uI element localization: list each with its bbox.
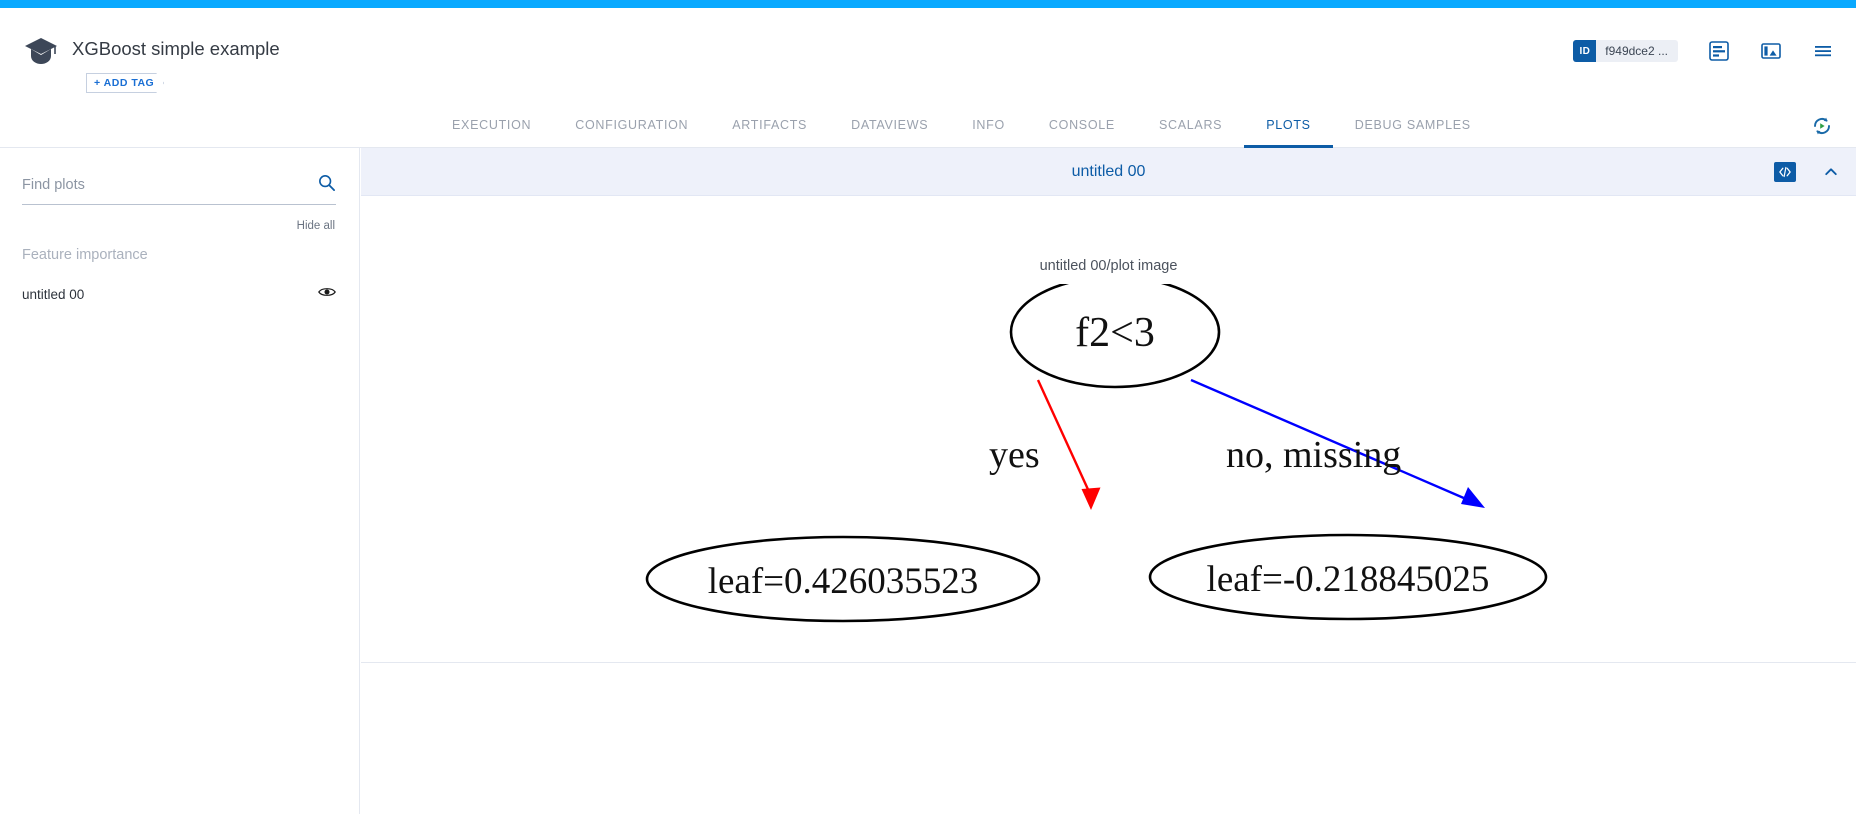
- hide-all-button[interactable]: Hide all: [296, 220, 335, 232]
- tab-plots[interactable]: PLOTS: [1244, 104, 1333, 148]
- header-actions: ID f949dce2 ...: [1573, 40, 1834, 62]
- list-item[interactable]: untitled 00: [22, 282, 336, 306]
- tab-console[interactable]: CONSOLE: [1048, 117, 1115, 132]
- tab-configuration[interactable]: CONFIGURATION: [575, 117, 689, 132]
- plot-card-header: untitled 00: [361, 148, 1856, 196]
- tab-scalars[interactable]: SCALARS: [1158, 117, 1223, 132]
- plot-body: untitled 00/plot image: [361, 196, 1856, 662]
- add-tag-button[interactable]: + ADD TAG: [86, 73, 164, 93]
- tree-node-root-label: f2<3: [1075, 310, 1155, 356]
- auto-refresh-icon[interactable]: [1810, 114, 1834, 138]
- tree-node-right-leaf: leaf=-0.218845025: [1148, 533, 1548, 621]
- tree-node-right-leaf-label: leaf=-0.218845025: [1207, 559, 1490, 600]
- plots-sidebar: Hide all Feature importance untitled 00: [0, 148, 360, 814]
- tab-debug-samples[interactable]: DEBUG SAMPLES: [1354, 117, 1471, 132]
- tree-edge-yes: [1036, 379, 1101, 510]
- hamburger-menu-icon[interactable]: [1812, 40, 1834, 62]
- search-icon[interactable]: [317, 173, 336, 197]
- tab-artifacts[interactable]: ARTIFACTS: [732, 117, 808, 132]
- search-input[interactable]: [22, 177, 272, 193]
- tree-node-root: f2<3: [1009, 284, 1221, 389]
- tree-node-left-leaf-label: leaf=0.426035523: [708, 561, 979, 602]
- tab-list: EXECUTION CONFIGURATION ARTIFACTS DATAVI…: [430, 104, 1493, 148]
- plot-item-label: untitled 00: [22, 286, 85, 302]
- code-view-button[interactable]: [1774, 162, 1796, 182]
- plot-card: untitled 00: [361, 148, 1856, 663]
- plots-main-area: untitled 00: [361, 148, 1856, 814]
- chevron-up-icon[interactable]: [1822, 163, 1840, 181]
- plot-caption: untitled 00/plot image: [1039, 258, 1178, 274]
- tab-bar: EXECUTION CONFIGURATION ARTIFACTS DATAVI…: [0, 104, 1856, 148]
- image-panel-icon[interactable]: [1760, 40, 1782, 62]
- page-title: XGBoost simple example: [72, 38, 280, 59]
- xgboost-tree-graph: f2<3 yes no, missing leaf=0.426035523: [551, 284, 1671, 644]
- tree-edge-no-missing-label: no, missing: [1226, 434, 1401, 476]
- experiment-id-badge[interactable]: ID f949dce2 ...: [1573, 40, 1678, 62]
- plot-card-title: untitled 00: [1071, 162, 1146, 180]
- plot-card-actions: [1774, 148, 1840, 196]
- page-header: XGBoost simple example + ADD TAG ID f949…: [0, 8, 1856, 104]
- eye-icon[interactable]: [318, 285, 336, 303]
- tab-info[interactable]: INFO: [972, 117, 1005, 132]
- tree-edge-no-missing: [1190, 378, 1485, 508]
- tab-execution[interactable]: EXECUTION: [452, 117, 532, 132]
- id-badge-value: f949dce2 ...: [1605, 44, 1668, 58]
- tab-dataviews[interactable]: DATAVIEWS: [851, 117, 929, 132]
- id-badge-tag: ID: [1573, 40, 1597, 62]
- tree-node-left-leaf: leaf=0.426035523: [645, 535, 1041, 623]
- search-row: [22, 173, 336, 205]
- bar-chart-icon[interactable]: [1708, 40, 1730, 62]
- tree-edge-yes-label: yes: [989, 434, 1040, 476]
- graduation-cap-icon: [24, 36, 58, 66]
- plot-group-label: Feature importance: [22, 247, 148, 263]
